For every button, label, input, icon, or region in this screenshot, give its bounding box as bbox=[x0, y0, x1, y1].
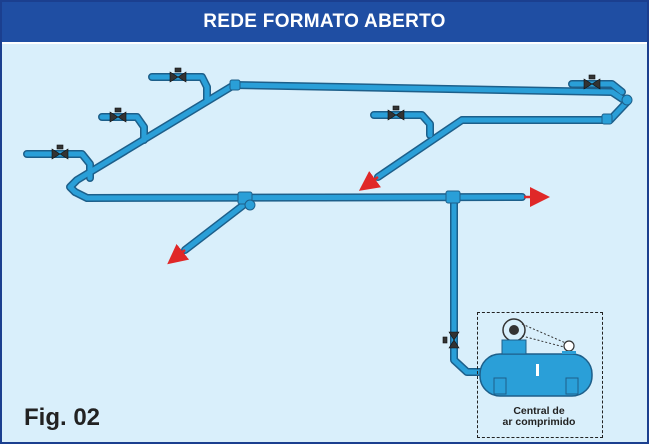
valve-icon bbox=[51, 144, 69, 160]
valve-icon bbox=[387, 105, 405, 121]
compressor-label-line1: Central de bbox=[513, 405, 565, 417]
main-pipe bbox=[66, 81, 631, 196]
elbow-fitting bbox=[601, 113, 613, 125]
red-arrow-icon bbox=[167, 243, 190, 265]
elbow-fitting bbox=[621, 94, 633, 106]
title-bar: REDE FORMATO ABERTO bbox=[2, 2, 647, 44]
valve-icon bbox=[442, 331, 460, 349]
elbow-fitting bbox=[244, 199, 256, 211]
drop-1 bbox=[148, 73, 211, 103]
valve-icon bbox=[169, 67, 187, 83]
valve-icon bbox=[109, 107, 127, 123]
compressor-label: Central de ar comprimido bbox=[477, 406, 601, 428]
valve-icon bbox=[583, 74, 601, 90]
compressor-icon bbox=[479, 318, 593, 397]
red-arrow-icon bbox=[358, 171, 381, 191]
diagram-title: REDE FORMATO ABERTO bbox=[203, 11, 446, 32]
tee-fitting bbox=[445, 190, 461, 204]
compressor-label-line2: ar comprimido bbox=[502, 416, 576, 428]
elbow-fitting bbox=[229, 79, 241, 91]
figure-label: Fig. 02 bbox=[24, 404, 101, 431]
compressor-station-box bbox=[477, 312, 603, 438]
